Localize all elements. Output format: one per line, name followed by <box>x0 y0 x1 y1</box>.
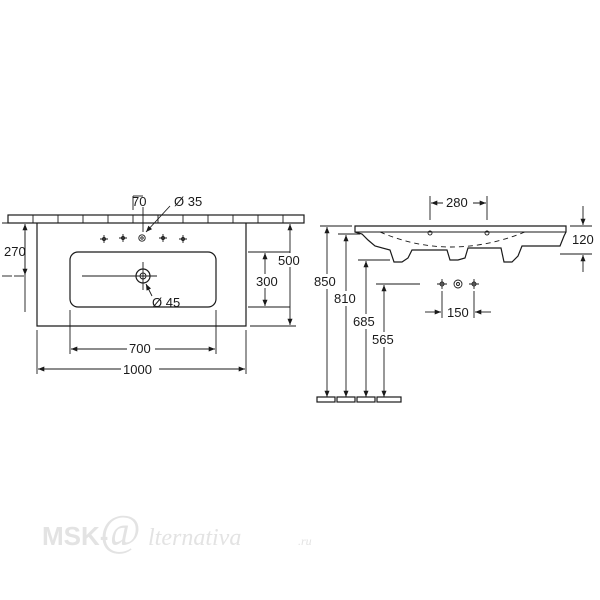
dim-drain-width: 280 <box>446 195 468 210</box>
basin-side-profile <box>354 225 567 263</box>
dim-total-width: 1000 <box>123 362 152 377</box>
dim-lower-height: 565 <box>372 332 394 347</box>
floor-marks <box>316 396 402 403</box>
hidden-bowl-line <box>379 231 526 248</box>
dim-rim-height: 120 <box>572 232 594 247</box>
dim-drain-diameter: Ø 45 <box>152 295 180 310</box>
dim-bowl-top-height: 810 <box>334 291 356 306</box>
watermark-logo: MSK- @ lternativa .ru <box>42 506 312 555</box>
front-view: 70 Ø 35 270 300 500 Ø 45 700 <box>2 194 305 377</box>
dim-waste-height: 685 <box>353 314 375 329</box>
dim-bowl-depth: 300 <box>256 274 278 289</box>
svg-text:MSK-: MSK- <box>42 521 108 551</box>
basin-bowl <box>69 251 217 308</box>
svg-text:.ru: .ru <box>298 534 312 548</box>
dim-tap-hole-diameter: Ø 35 <box>174 194 202 209</box>
dim-bowl-width: 700 <box>129 341 151 356</box>
dim-total-height: 850 <box>314 274 336 289</box>
tap-fitting-icons <box>437 279 479 289</box>
dim-overflow-height: 270 <box>4 244 26 259</box>
dim-tap-spacing: 150 <box>447 305 469 320</box>
countertop-strip <box>7 214 305 224</box>
countertop-segments <box>32 215 284 223</box>
side-view: 280 120 850 810 685 565 <box>313 195 594 403</box>
dim-total-depth: 500 <box>278 253 300 268</box>
svg-text:@: @ <box>100 506 140 555</box>
tap-hole-icons <box>100 234 187 243</box>
basin-outline <box>36 223 247 327</box>
dim-tap-hole-offset: 70 <box>132 194 146 209</box>
svg-text:lternativa: lternativa <box>148 525 241 551</box>
